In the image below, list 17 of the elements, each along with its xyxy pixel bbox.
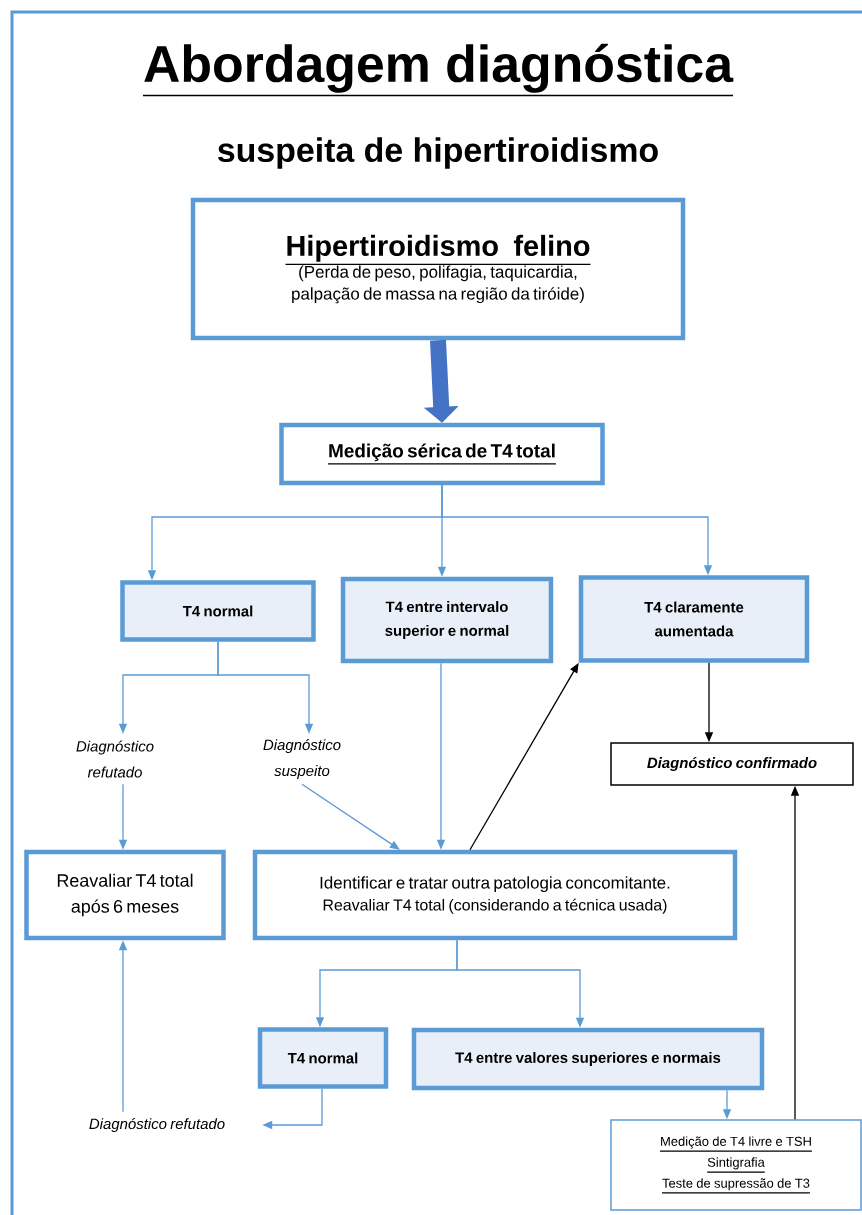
outcome-text: Diagnóstico refutado: [76, 740, 154, 778]
result-box: T4 normal: [120, 580, 316, 642]
subtitle: suspeita de hipertiroidismo: [218, 137, 658, 169]
result-box: T4 normal: [257, 1027, 389, 1089]
result-box: T4 entre valores superiores e normais: [411, 1027, 765, 1091]
outcome-box: Diagnóstico confirmado: [610, 742, 854, 786]
outcome-text: Diagnóstico refutado: [89, 1117, 225, 1133]
title: Abordagem diagnóstica: [142, 43, 734, 97]
outcome-text: Diagnóstico suspeito: [263, 739, 341, 779]
result-box: T4 entre intervalo superior e normal: [340, 576, 554, 664]
result-box: T4 claramente aumentada: [578, 575, 810, 663]
test-box: Medição de T4 livre e TSH Sintigrafia Teste de supressão de T3: [610, 1119, 862, 1211]
arrow: [301, 783, 400, 850]
process-box: Reavaliar T4 total após 6 meses: [24, 849, 226, 941]
process-box: Identificar e tratar outra patologia concomitante. Reavaliar T4 total (considerando a técnica usada): [252, 849, 738, 941]
process-box: Medição sérica de T4 total: [279, 422, 605, 486]
process-box: Hipertiroidismo felino (Perda de peso, polifagia, taquicardia, palpação de massa na região da tiróide): [190, 197, 686, 341]
